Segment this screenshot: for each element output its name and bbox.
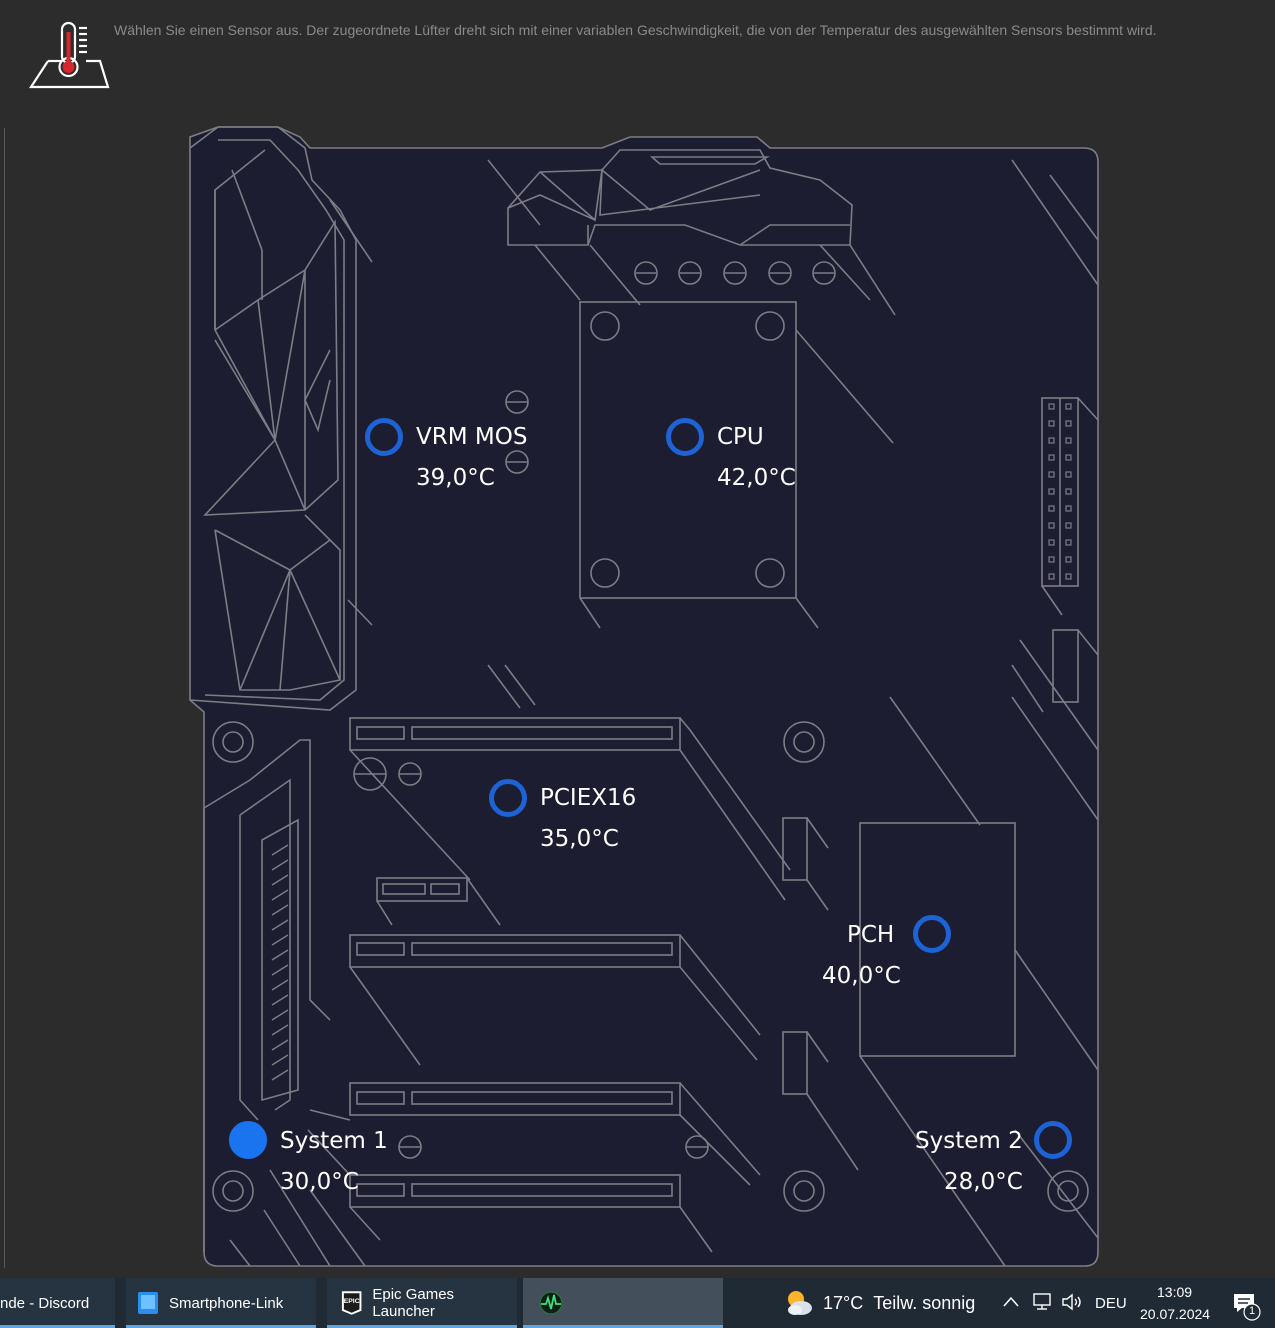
sensor-temp: 28,0°C — [944, 1169, 1023, 1195]
volume-icon[interactable] — [1060, 1292, 1084, 1312]
sensor-temp: 42,0°C — [717, 465, 796, 491]
pch-chip — [859, 822, 1016, 1057]
pcie-slot-3 — [349, 1082, 681, 1116]
taskbar-app-epic-games[interactable]: EPIC Epic Games Launcher — [327, 1278, 517, 1328]
taskbar-app-smartphone-link[interactable]: Smartphone-Link — [126, 1278, 316, 1328]
clock-time[interactable]: 13:09 — [1157, 1284, 1193, 1300]
active-indicator — [523, 1325, 723, 1328]
weather-partly-sunny-icon — [788, 1291, 812, 1315]
motherboard-illustration — [189, 126, 1099, 1267]
network-icon[interactable] — [1031, 1292, 1053, 1312]
notification-icon[interactable] — [1232, 1290, 1264, 1322]
taskbar-app-activity-monitor[interactable] — [523, 1278, 723, 1328]
chevron-up-icon[interactable] — [1002, 1295, 1020, 1309]
sensor-ring[interactable] — [1034, 1121, 1072, 1159]
weather-desc: Teilw. sonnig — [873, 1292, 976, 1313]
clock-date[interactable]: 20.07.2024 — [1140, 1306, 1211, 1322]
sensor-temp: 40,0°C — [822, 963, 901, 989]
left-divider — [4, 128, 5, 1268]
sensor-name: System 1 — [280, 1128, 388, 1154]
sensor-name: System 2 — [915, 1128, 1023, 1154]
sensor-temp: 30,0°C — [280, 1169, 359, 1195]
thermometer-icon — [28, 21, 110, 89]
pcie-slot-1 — [349, 717, 681, 751]
sensor-name: VRM MOS — [416, 424, 528, 450]
board-outline — [189, 126, 1099, 1267]
taskbar-app-label: nde - Discord — [0, 1294, 90, 1312]
smartphone-link-icon — [138, 1292, 158, 1314]
taskbar: nde - Discord Smartphone-Link EPIC Epic … — [0, 1278, 1275, 1328]
taskbar-app-discord[interactable]: nde - Discord — [0, 1278, 115, 1328]
sensor-hint-text: Wählen Sie einen Sensor aus. Der zugeord… — [114, 22, 1157, 38]
weather-widget[interactable]: 17°C Teilw. sonnig — [783, 1278, 983, 1328]
epic-games-icon: EPIC — [341, 1291, 362, 1315]
sensor-temp: 35,0°C — [540, 826, 619, 852]
taskbar-app-label: Epic Games Launcher — [372, 1286, 455, 1320]
sensor-ring[interactable] — [489, 779, 527, 817]
sensor-name: PCH — [847, 922, 895, 948]
activity-monitor-icon — [539, 1291, 563, 1315]
cpu-socket — [579, 301, 797, 599]
pcie-slot-2 — [349, 934, 681, 968]
active-indicator — [0, 1325, 115, 1328]
sensor-ring-selected[interactable] — [229, 1121, 267, 1159]
sensor-ring[interactable] — [365, 418, 403, 456]
notification-count: 1 — [1249, 1305, 1256, 1317]
sensor-name: CPU — [717, 424, 764, 450]
active-indicator — [327, 1325, 517, 1328]
svg-text:EPIC: EPIC — [344, 1298, 360, 1305]
sensor-name: PCIEX16 — [540, 785, 637, 811]
active-indicator — [126, 1325, 316, 1328]
weather-temp: 17°C — [823, 1292, 864, 1313]
sensor-temp: 39,0°C — [416, 465, 495, 491]
sensor-ring[interactable] — [913, 915, 951, 953]
taskbar-app-label: Smartphone-Link — [169, 1294, 284, 1312]
language-indicator[interactable]: DEU — [1095, 1295, 1127, 1312]
pcie-slot-4 — [349, 1174, 681, 1208]
sensor-ring[interactable] — [666, 418, 704, 456]
